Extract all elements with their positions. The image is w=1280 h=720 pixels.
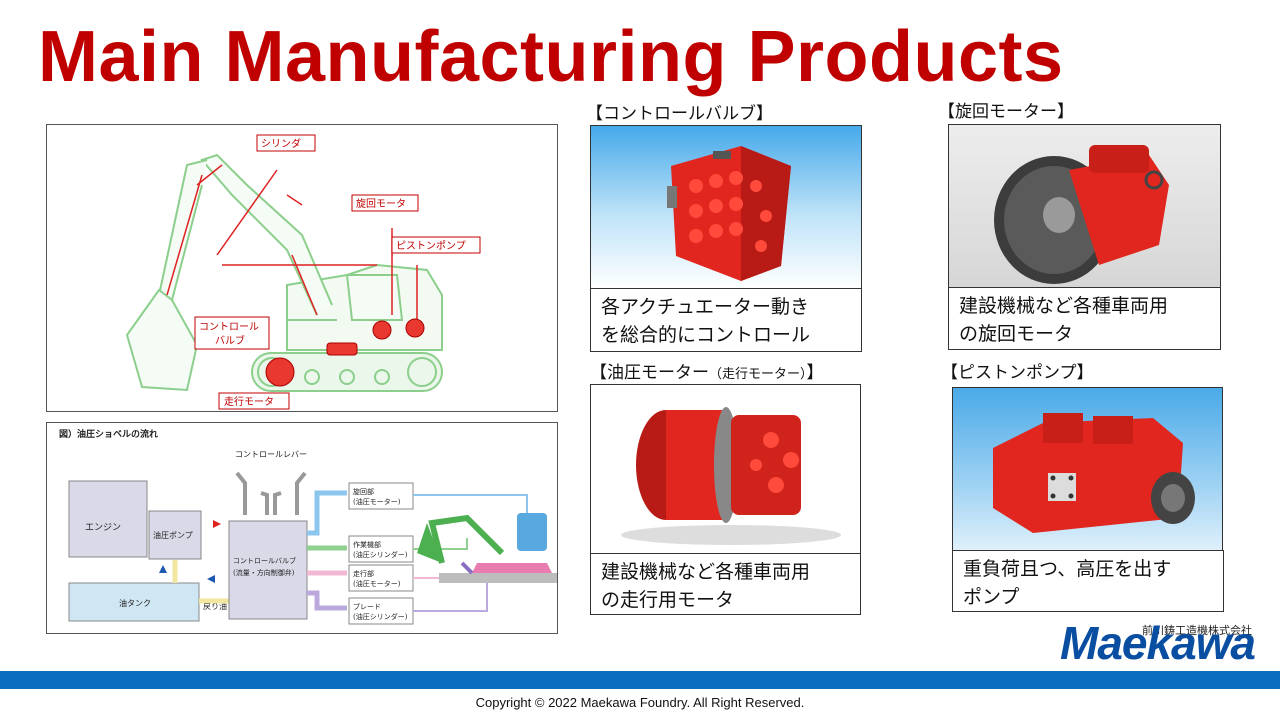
output-travel-sub: (油圧モーター): [353, 579, 401, 588]
excavator-diagram: シリンダ 旋回モータ ピストンポンプ コントロール バルブ 走行モータ: [46, 124, 558, 412]
hydraulic-motor-caption-line-1: 建設機械など各種車両用: [601, 561, 811, 583]
output-work-sub: (油圧シリンダー): [353, 550, 408, 559]
piston-pump-image: [993, 413, 1195, 533]
hydraulic-motor-heading: 【油圧モーター（走行モーター）】: [590, 365, 824, 382]
control-valve-heading: 【コントロールバルブ】: [586, 104, 773, 124]
swing-motor-heading: 【旋回モーター】: [938, 102, 1074, 122]
control-valve-image: [667, 146, 791, 281]
copyright-text: Copyright © 2022 Maekawa Foundry. All Ri…: [475, 695, 805, 710]
hydraulic-motor-heading-main: 【油圧モーター: [590, 363, 709, 383]
maekawa-logo: Maekawa: [1060, 617, 1256, 669]
swing-motor-image: [994, 145, 1169, 284]
engine-label: エンジン: [85, 523, 121, 533]
piston-pump-photo: [952, 387, 1223, 551]
control-valve-caption-line-1: 各アクチュエーター動き: [601, 296, 810, 318]
piston-pump-caption: 重負荷且つ、高圧を出す ポンプ: [952, 550, 1224, 612]
label-control-valve-2: バルブ: [215, 334, 245, 347]
page-title: Main Manufacturing Products: [38, 17, 1064, 97]
excavator-illustration: シリンダ 旋回モータ ピストンポンプ コントロール バルブ 走行モータ: [125, 134, 481, 410]
output-work-label: 作業機部: [353, 540, 381, 549]
return-oil-label: 戻り油: [203, 601, 227, 611]
control-valve-caption: 各アクチュエーター動き を総合的にコントロール: [590, 288, 862, 352]
label-swing-motor: 旋回モータ: [356, 197, 406, 210]
pump-label: 油圧ポンプ: [153, 530, 193, 540]
hydraulic-flow-diagram: 図）油圧ショベルの流れ エンジン 油圧ポンプ 油タンク 戻り油 コントロールレバ…: [46, 422, 558, 634]
label-control-valve-1: コントロール: [199, 322, 259, 333]
swing-motor-caption-line-1: 建設機械など各種車両用: [959, 295, 1169, 317]
output-blade-label: ブレード: [353, 602, 381, 611]
flow-title: 図）油圧ショベルの流れ: [59, 428, 158, 440]
output-swing-sub: (油圧モーター): [353, 497, 401, 506]
output-travel-label: 走行部: [353, 569, 374, 578]
hydraulic-motor-photo: [590, 384, 861, 554]
hydraulic-motor-caption-line-2: の走行用モータ: [601, 589, 735, 611]
control-valve-caption-line-2: を総合的にコントロール: [601, 324, 811, 346]
output-swing-label: 旋回部: [353, 487, 374, 496]
flow-chart: 図）油圧ショベルの流れ エンジン 油圧ポンプ 油タンク 戻り油 コントロールレバ…: [59, 428, 557, 625]
hydraulic-motor-heading-sub: （走行モーター）: [709, 367, 807, 382]
swing-motor-caption-line-2: の旋回モータ: [959, 323, 1074, 345]
oil-tank-label: 油タンク: [119, 598, 151, 608]
label-cylinder: シリンダ: [261, 137, 301, 150]
label-travel-motor: 走行モータ: [224, 395, 274, 408]
swing-motor-photo: [948, 124, 1221, 288]
lever-label: コントロールレバー: [235, 450, 307, 459]
control-valve-photo: [590, 125, 862, 289]
piston-pump-caption-line-1: 重負荷且つ、高圧を出す: [963, 558, 1172, 580]
hydraulic-motor-heading-end: 】: [806, 363, 824, 383]
company-name-jp: 前川鋳工造機株式会社: [1142, 624, 1252, 637]
piston-pump-caption-line-2: ポンプ: [963, 586, 1020, 608]
footer-bar: [0, 671, 1280, 689]
control-valve-label: コントロールバルブ: [233, 556, 296, 565]
output-blade-sub: (油圧シリンダー): [353, 612, 408, 621]
control-valve-sub-label: (流量・方向制御弁): [233, 568, 295, 577]
hydraulic-motor-caption: 建設機械など各種車両用 の走行用モータ: [590, 553, 861, 615]
piston-pump-heading: 【ピストンポンプ】: [941, 363, 1094, 383]
label-piston-pump: ピストンポンプ: [396, 240, 466, 252]
swing-motor-caption: 建設機械など各種車両用 の旋回モータ: [948, 287, 1221, 350]
hydraulic-motor-image: [621, 407, 841, 545]
